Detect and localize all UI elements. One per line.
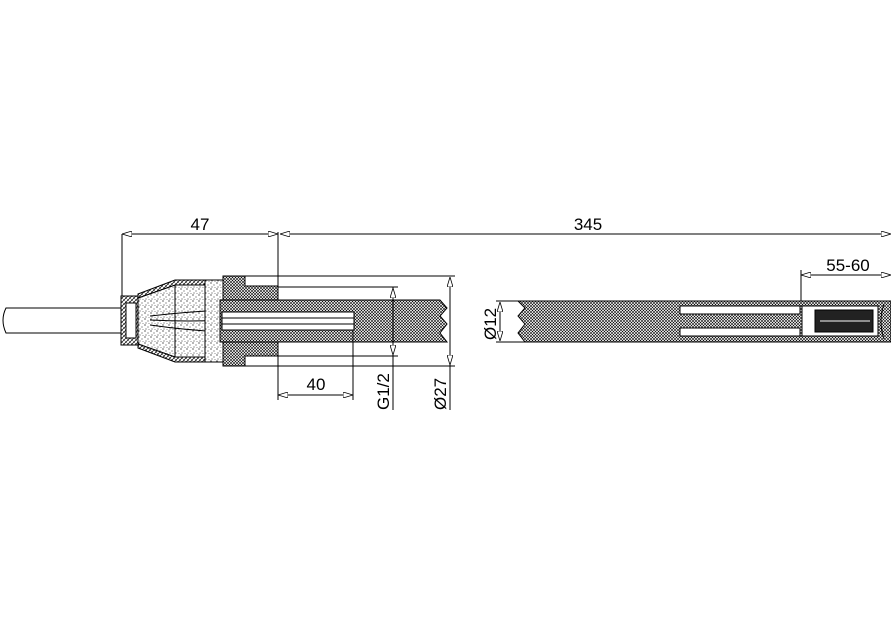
cable — [2, 307, 149, 334]
dimension-tube-diameter: Ø12 — [481, 308, 500, 340]
dimensions: 47 345 40 G1/2 Ø27 Ø12 55-60 — [121, 215, 891, 410]
dimension-connector-length: 47 — [191, 215, 210, 234]
dimension-outer-diameter: Ø27 — [431, 378, 450, 410]
dimension-thread-length: 40 — [307, 375, 326, 394]
probe-tube-left — [219, 299, 449, 343]
connector-housing — [120, 275, 279, 367]
dimension-total-length: 345 — [574, 215, 602, 234]
dimension-thread: G1/2 — [374, 373, 393, 410]
probe-tube-right — [516, 300, 891, 343]
dimension-sensor-length: 55-60 — [826, 256, 869, 275]
